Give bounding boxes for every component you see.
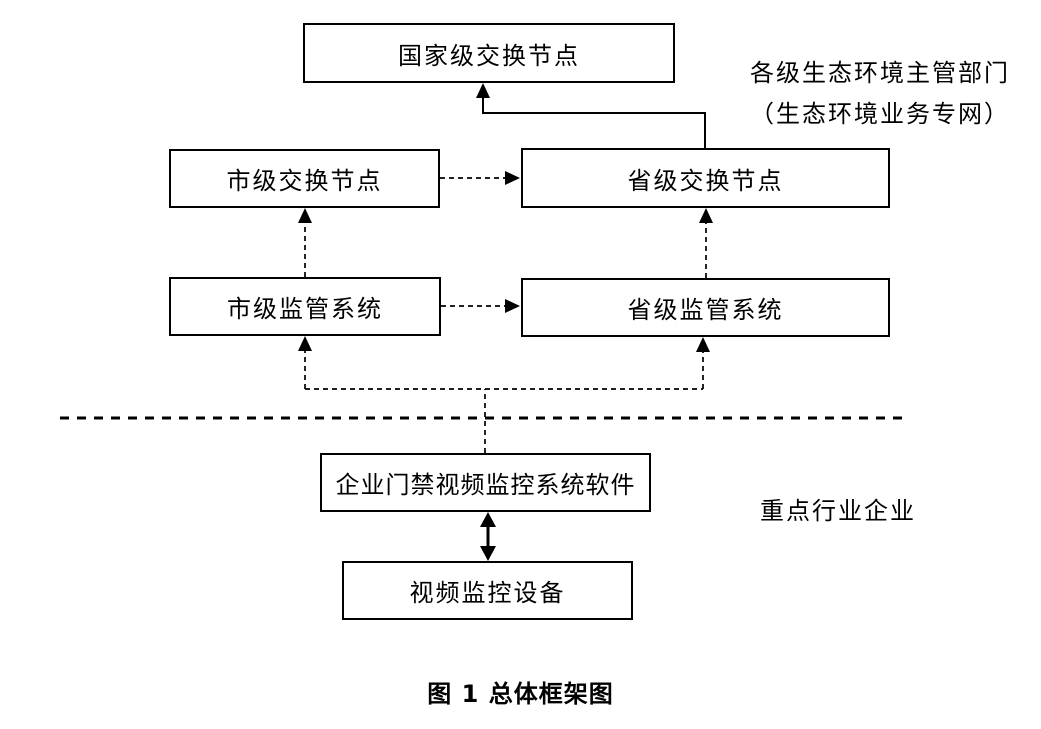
box-national-exchange-node: 国家级交换节点 [303, 23, 675, 83]
arrowhead-up-provincial-supervision [696, 337, 710, 352]
box-video-surveillance-device: 视频监控设备 [342, 561, 633, 620]
box-city-exchange-node: 市级交换节点 [169, 149, 440, 208]
box-city-supervision-system: 市级监管系统 [169, 277, 441, 336]
label-enterprise-zone: 重点行业企业 [760, 497, 916, 525]
arrowhead-down-device [480, 546, 496, 561]
label-government-zone-line1: 各级生态环境主管部门 [750, 59, 1010, 87]
arrowhead-up-software [480, 512, 496, 527]
arrowhead-up-city-supervision [298, 336, 312, 351]
figure-caption: 图 1 总体框架图 [427, 680, 614, 708]
connector-provincial-to-national [482, 96, 706, 148]
arrowhead-right-provincial-exchange [505, 171, 520, 185]
label-government-zone: 各级生态环境主管部门 （生态环境业务专网） [720, 53, 1040, 135]
arrowhead-up-city-exchange [298, 208, 312, 223]
arrowhead-up-national [476, 83, 490, 98]
arrowhead-right-provincial-supervision [505, 299, 520, 313]
arrowhead-up-provincial-exchange [699, 208, 713, 223]
box-provincial-exchange-node: 省级交换节点 [521, 148, 890, 208]
box-enterprise-access-video-software: 企业门禁视频监控系统软件 [320, 453, 651, 512]
box-provincial-supervision-system: 省级监管系统 [521, 278, 890, 337]
label-government-zone-line2: （生态环境业务专网） [750, 100, 1010, 128]
